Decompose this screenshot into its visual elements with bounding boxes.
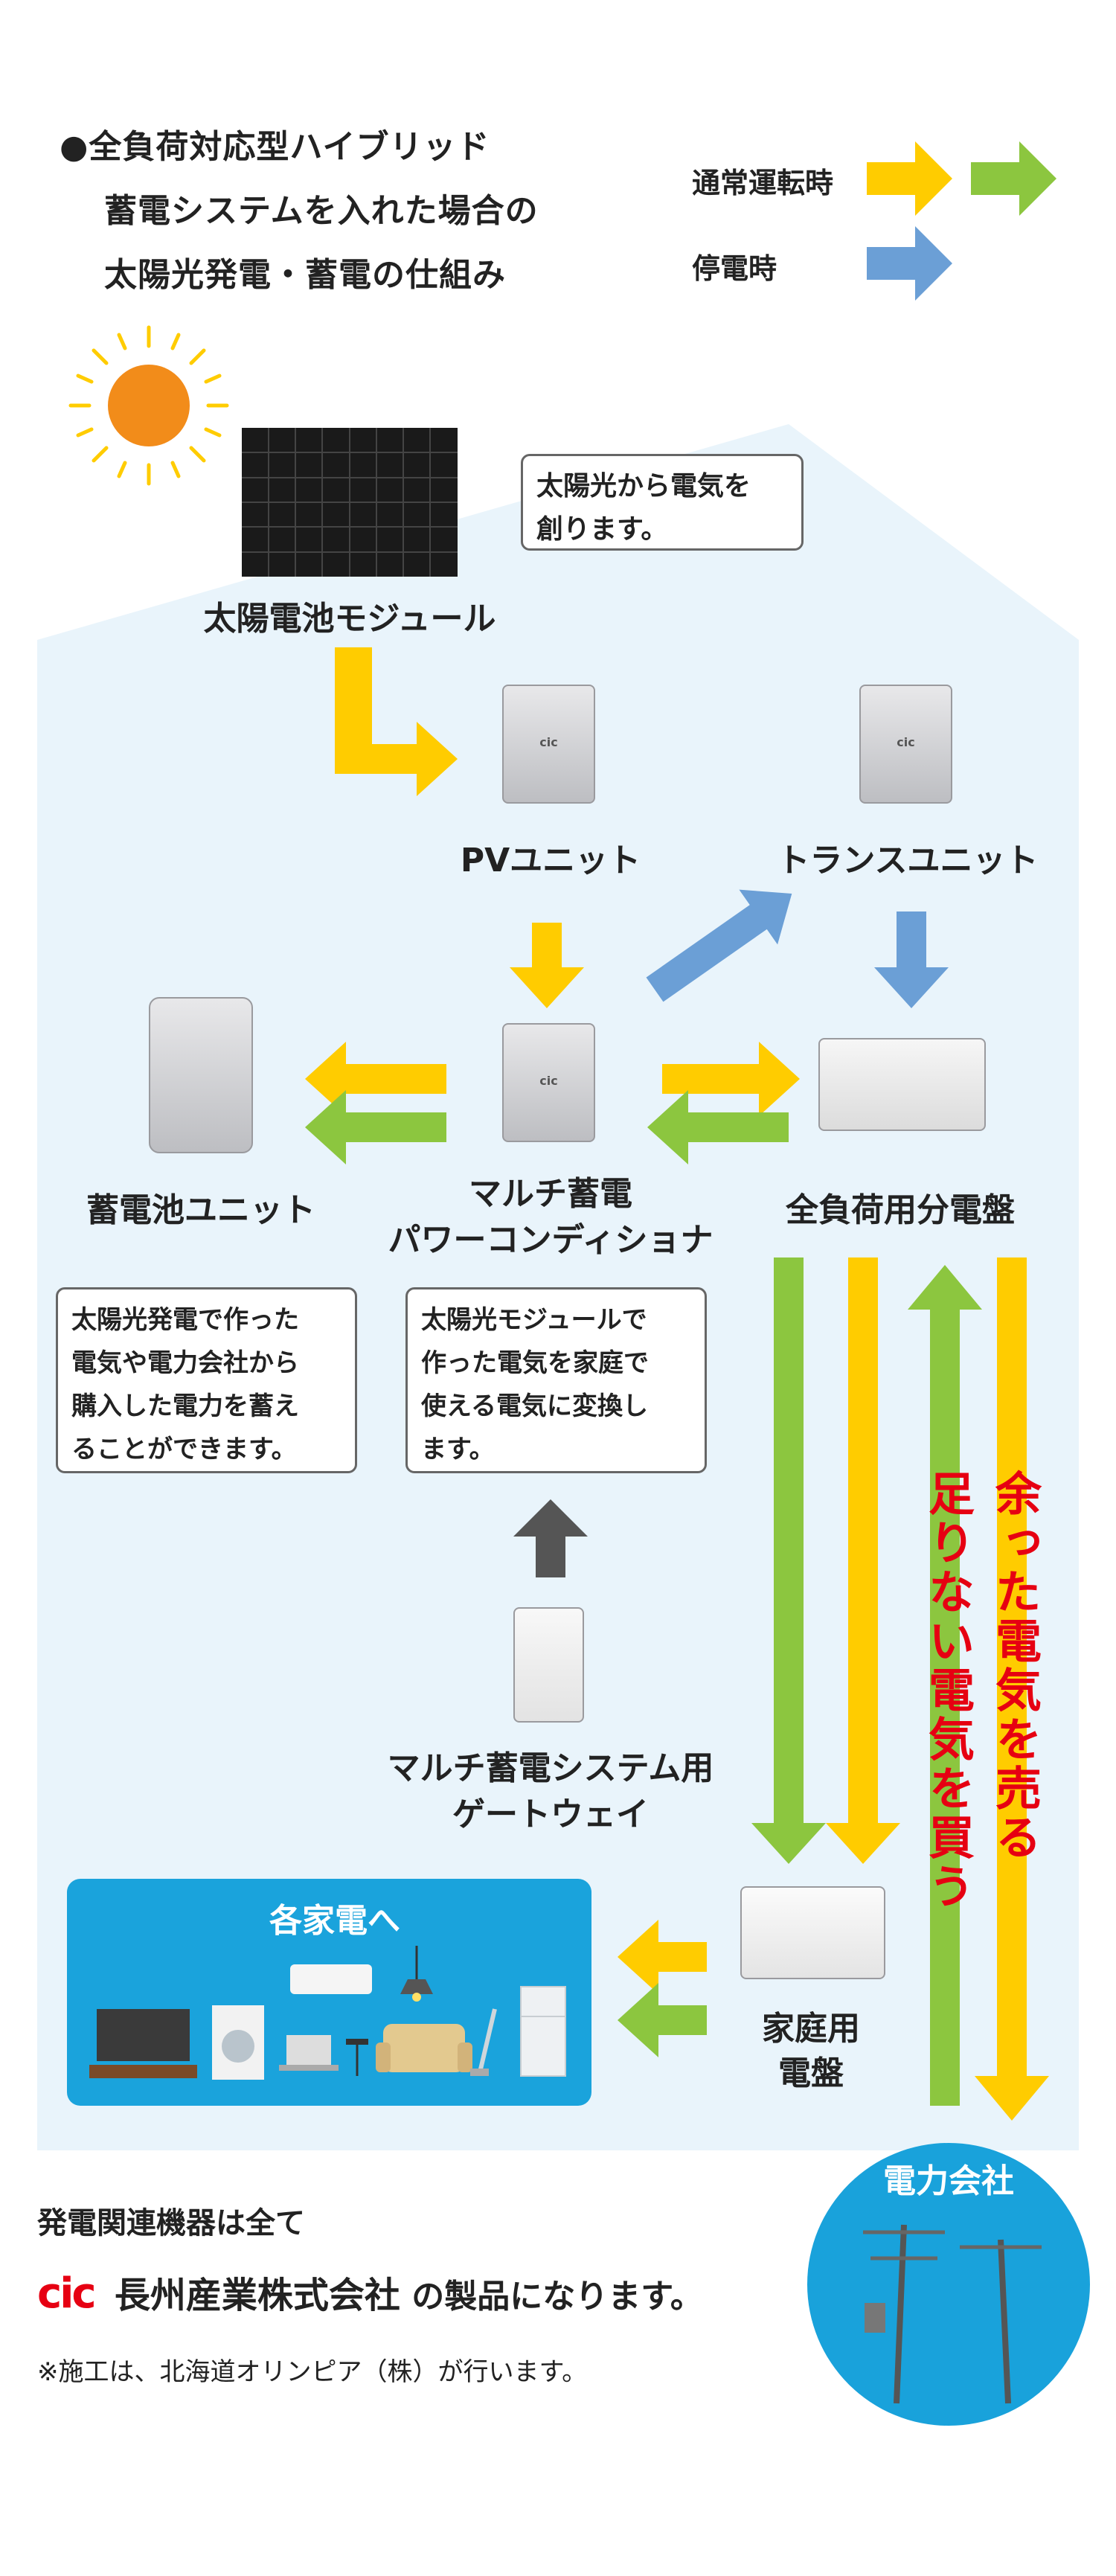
arrow-multi-to-trans: [646, 889, 792, 1002]
arrow-trans-to-panel: [874, 911, 949, 1008]
battery-unit-device: [149, 997, 253, 1153]
vacuum-icon: [470, 2008, 497, 2076]
pv-unit-device: cic: [502, 685, 595, 804]
arrow-sell-yellow-down: [975, 1257, 1049, 2121]
home-panel-device: [740, 1886, 885, 1979]
page-title: ●全負荷対応型ハイブリッド 蓄電システムを入れた場合の 太陽光発電・蓄電の仕組み: [60, 115, 539, 307]
side-table-icon: [346, 2039, 368, 2076]
title-line-1: ●全負荷対応型ハイブリッド: [60, 128, 490, 166]
arrow-panel-to-home-green: [751, 1257, 826, 1864]
arrow-to-battery-green: [305, 1090, 446, 1164]
label-gateway-2: ゲートウェイ: [452, 1795, 649, 1833]
label-multi-pc-2: パワーコンディショナ: [388, 1221, 713, 1259]
company-suffix: の製品になります。: [411, 2278, 703, 2316]
legend-outage-blue-arrow: [867, 226, 952, 301]
legend-normal-yellow-arrow: [867, 141, 952, 216]
title-line-2: 蓄電システムを入れた場合の: [104, 192, 539, 230]
bubble-inverter: 太陽光モジュールで 作った電気を家庭で 使える電気に変換し ます。: [405, 1287, 707, 1473]
multi-pc-device: cic: [502, 1023, 595, 1142]
footer-line-1: 発電関連機器は全て: [37, 2206, 305, 2240]
full-load-panel-device: [818, 1038, 986, 1131]
bubble-solar: 太陽光から電気を 創ります。: [521, 454, 804, 551]
company-logo: cic: [37, 2269, 97, 2318]
air-conditioner-icon: [290, 1964, 372, 1994]
arrow-panel-to-home-yellow: [826, 1257, 900, 1864]
arrow-pv-to-multi: [510, 923, 584, 1008]
label-home-panel-2: 電盤: [778, 2054, 844, 2092]
bubble-battery: 太陽光発電で作った 電気や電力会社から 購入した電力を蓄え ることができます。: [56, 1287, 357, 1473]
arrow-multi-to-panel-yellow: [662, 1042, 800, 1116]
footer-company-line: cic 長州産業株式会社 の製品になります。: [37, 2266, 703, 2318]
device-logo: cic: [539, 734, 558, 749]
legend-normal-green-arrow: [971, 141, 1056, 216]
trans-unit-device: cic: [859, 685, 952, 804]
arrow-gateway-up: [513, 1499, 588, 1577]
label-home-panel-1: 家庭用: [762, 2010, 860, 2048]
title-line-3: 太陽光発電・蓄電の仕組み: [104, 256, 506, 294]
label-trans-unit: トランスユニット: [777, 842, 1039, 880]
device-logo: cic: [539, 1073, 558, 1088]
tv-icon: [89, 2009, 197, 2078]
laptop-icon: [279, 2035, 339, 2071]
label-battery-unit: 蓄電池ユニット: [86, 1191, 315, 1229]
label-full-load-panel: 全負荷用分電盤: [786, 1191, 1015, 1229]
label-multi-pc-1: マルチ蓄電: [469, 1175, 632, 1213]
label-gateway-1: マルチ蓄電システム用: [387, 1749, 714, 1787]
washing-machine-icon: [212, 2005, 264, 2080]
label-solar-module: 太陽電池モジュール: [203, 600, 496, 638]
lamp-icon: [400, 1946, 433, 2002]
arrow-solar-to-pv: [335, 647, 458, 796]
arrow-panel-to-multi-green: [647, 1090, 789, 1164]
arrow-home-to-appliances-yellow: [618, 1920, 707, 1994]
solar-panel-icon: [242, 428, 458, 577]
arrow-buy-green-up: [908, 1265, 982, 2106]
sun-icon: [68, 325, 229, 486]
device-logo: cic: [897, 734, 915, 749]
power-company-circle: [807, 2143, 1090, 2426]
label-sell: 余った電気を売る: [987, 1470, 1042, 1862]
footer-note: ※施工は、北海道オリンピア（株）が行います。: [37, 2357, 588, 2387]
refrigerator-icon: [520, 1986, 566, 2077]
label-pv-unit: PVユニット: [460, 842, 641, 880]
label-power-company: 電力会社: [883, 2162, 1014, 2200]
sofa-icon: [376, 2024, 472, 2072]
legend-outage-label: 停電時: [692, 252, 777, 285]
company-name: 長州産業株式会社: [114, 2275, 400, 2316]
label-appliances: 各家電へ: [269, 1902, 400, 1940]
gateway-device: [513, 1607, 584, 1723]
legend-normal-label: 通常運転時: [692, 167, 834, 199]
label-buy: 足りない電気を買う: [920, 1470, 975, 1912]
arrow-home-to-appliances-green: [618, 1983, 707, 2057]
